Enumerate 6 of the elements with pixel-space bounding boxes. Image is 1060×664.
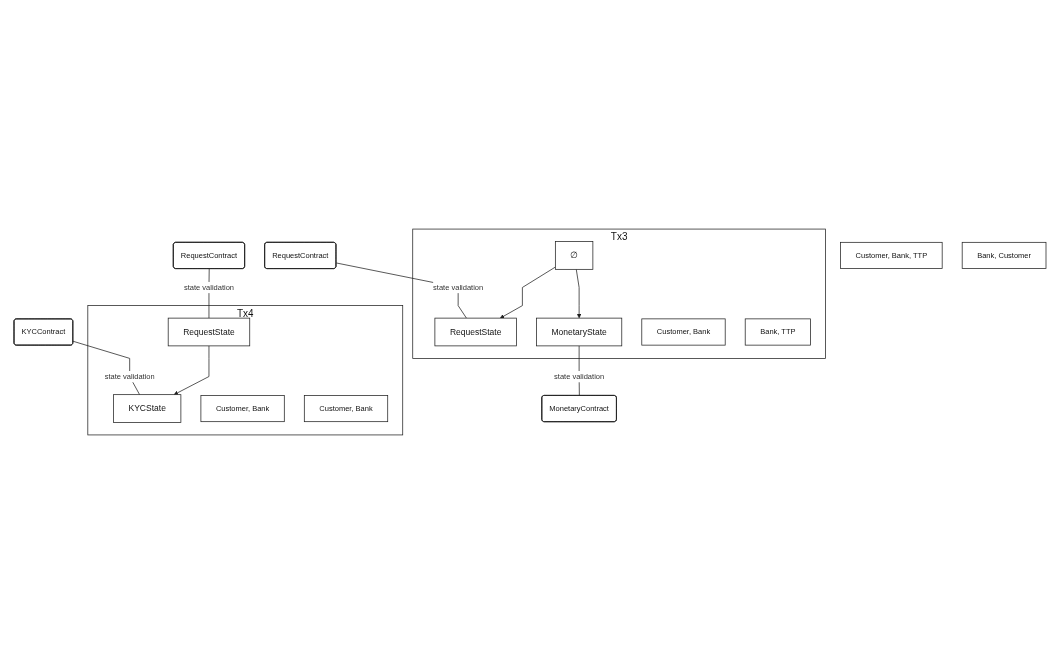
node-box: RequestState bbox=[167, 317, 251, 347]
node-box: ∅ bbox=[554, 241, 594, 270]
node-box: MonetaryState bbox=[536, 317, 623, 347]
connector bbox=[72, 340, 140, 396]
node-box: RequestState bbox=[434, 317, 517, 347]
node-box: KYCState bbox=[113, 394, 182, 423]
